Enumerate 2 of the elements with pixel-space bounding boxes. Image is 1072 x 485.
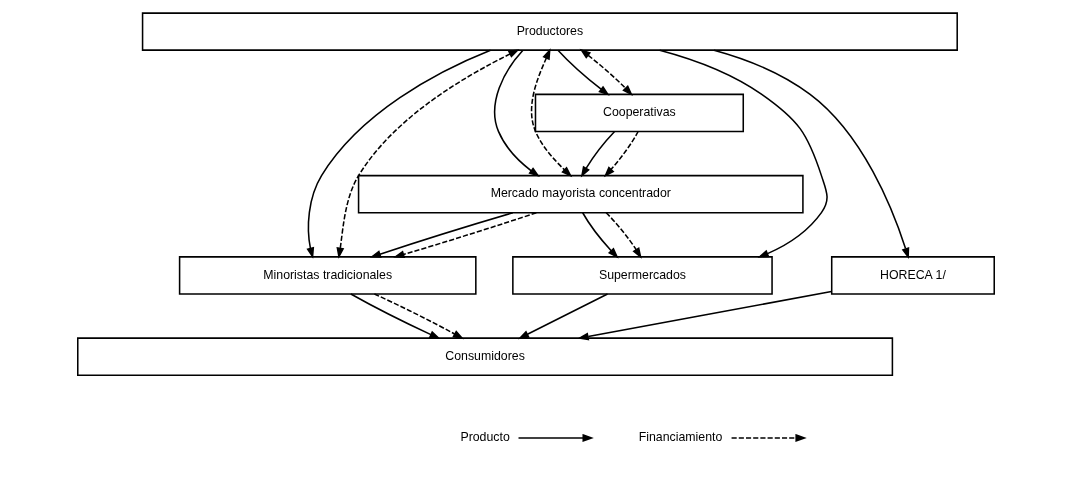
- legend-label: Producto: [460, 429, 510, 444]
- legend-label: Financiamiento: [638, 429, 723, 444]
